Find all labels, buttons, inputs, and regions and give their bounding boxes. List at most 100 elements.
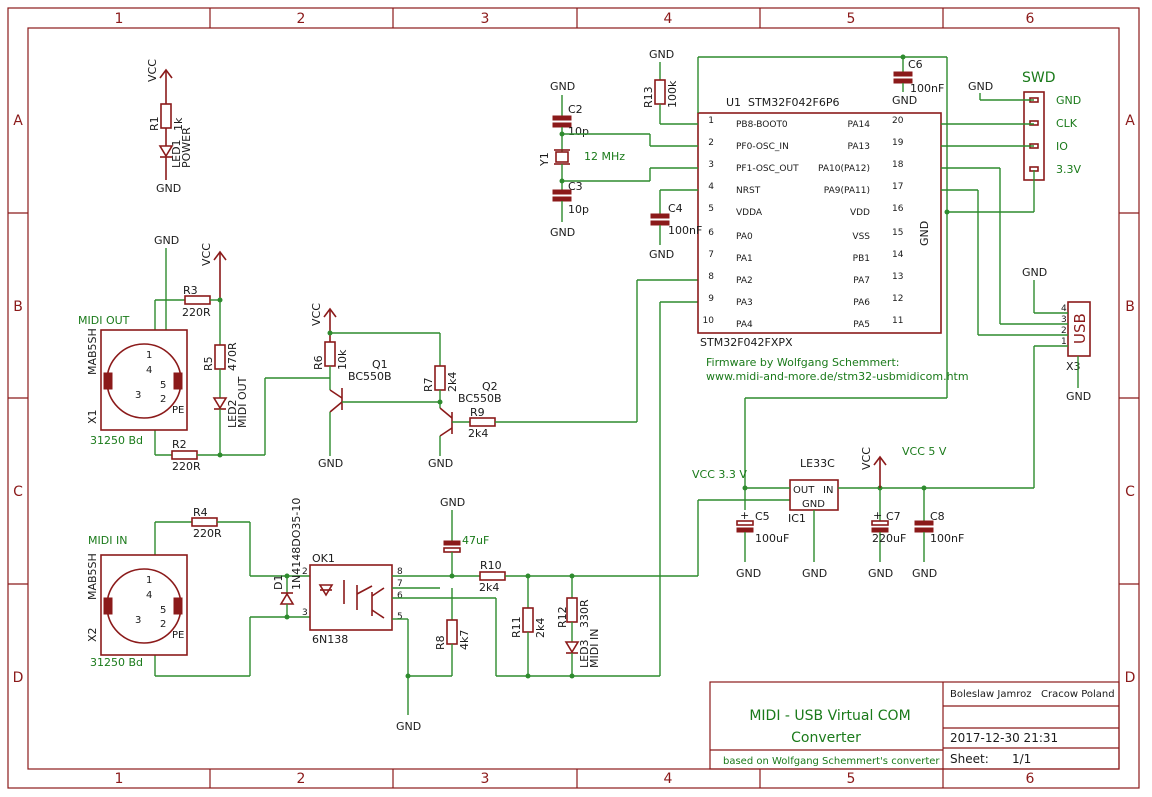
r3-value: 220R	[182, 306, 211, 319]
sheet-frame	[7, 7, 1140, 789]
swd-pin-clk: CLK	[1056, 117, 1078, 130]
c6-value: 100nF	[910, 82, 944, 95]
col-label: 1	[115, 771, 124, 787]
col-label: 6	[1026, 11, 1035, 27]
u1-pin-number: 11	[892, 316, 903, 326]
row-label: B	[1125, 299, 1135, 315]
u1-pin-name: PA14	[848, 120, 871, 130]
r12-value: 330R	[578, 599, 591, 628]
r3-name: R3	[183, 284, 198, 297]
gnd-label: GND	[154, 234, 179, 247]
usb-connector: USB 4 3 2 1 X3 GND GND	[941, 167, 1091, 488]
vcc-label: VCC	[200, 243, 213, 266]
row-label: C	[1125, 484, 1135, 500]
c3-name: C3	[568, 180, 583, 193]
midi-in-title: MIDI IN	[88, 534, 127, 547]
cap-47-value: 47uF	[462, 534, 489, 547]
r6-name: R6	[312, 355, 325, 370]
x1-baud: 31250 Bd	[90, 434, 143, 447]
gnd-label: GND	[968, 80, 993, 93]
col-label: 2	[297, 771, 306, 787]
r7-name: R7	[422, 377, 435, 392]
swd-title: SWD	[1022, 70, 1056, 86]
ic1-value: LE33C	[800, 457, 835, 470]
r9-value: 2k4	[468, 427, 488, 440]
led2-value: MIDI OUT	[236, 376, 249, 428]
gnd-label: GND	[802, 567, 827, 580]
col-label: 5	[847, 771, 856, 787]
u1-value: STM32F042F6P6	[748, 96, 839, 109]
transistor-stage: VCC R6 10k Q1 BC550B GND R7 2k4 Q2 BC550…	[310, 279, 698, 470]
col-label: 4	[664, 11, 673, 27]
c8-value: 100nF	[930, 532, 964, 545]
opto-pin: 3	[302, 608, 308, 618]
r4-name: R4	[193, 506, 208, 519]
r11-value: 2k4	[534, 618, 547, 638]
firmware-note-1: Firmware by Wolfgang Schemmert:	[706, 356, 899, 369]
u1-pin-name: PA0	[736, 232, 753, 242]
gnd-label: GND	[550, 226, 575, 239]
svg-text:1: 1	[146, 350, 152, 361]
u1-pin-number: 16	[892, 204, 904, 214]
r4-value: 220R	[193, 527, 222, 540]
u1-pin-number: 19	[892, 138, 904, 148]
col-label: 5	[847, 11, 856, 27]
swd-pin-io: IO	[1056, 140, 1068, 153]
x2-baud: 31250 Bd	[90, 656, 143, 669]
u1-pin-number: 20	[892, 116, 904, 126]
c7-value: 220uF	[872, 532, 906, 545]
gnd-label: GND	[912, 567, 937, 580]
vcc33-label: VCC 3.3 V	[692, 468, 747, 481]
ok1-value: 6N138	[312, 633, 348, 646]
u1-pin-name: VDDA	[736, 208, 763, 218]
u1-pin-name: VSS	[852, 232, 870, 242]
svg-text:+: +	[740, 509, 749, 522]
r2-value: 220R	[172, 460, 201, 473]
u1-pin-name: PA3	[736, 298, 753, 308]
row-label: C	[13, 484, 23, 500]
title-line-2: Converter	[791, 730, 861, 746]
title-block: Boleslaw Jamroz Cracow Poland MIDI - USB…	[709, 681, 1120, 770]
gnd-label: GND	[428, 457, 453, 470]
based-note: based on Wolfgang Schemmert's converter	[723, 756, 940, 767]
u1-pin-name: PF1-OSC_OUT	[736, 164, 799, 174]
col-label: 6	[1026, 771, 1035, 787]
u1-pin-name: PB1	[853, 254, 870, 264]
u1-pin-number: 2	[708, 138, 714, 148]
ic1-in: IN	[823, 485, 833, 496]
row-label: B	[13, 299, 23, 315]
opto-pin: 7	[397, 579, 403, 589]
c3-value: 10p	[568, 203, 589, 216]
led3-value: MIDI IN	[588, 629, 601, 668]
r5-name: R5	[202, 356, 215, 371]
svg-text:1: 1	[146, 575, 152, 586]
svg-text:4: 4	[146, 590, 152, 601]
c8-name: C8	[930, 510, 945, 523]
r1-name: R1	[148, 116, 161, 131]
date: 2017-12-30 21:31	[950, 731, 1058, 745]
location: Cracow Poland	[1041, 689, 1115, 700]
u1-package: STM32F042FXPX	[700, 336, 793, 349]
u1-pin-name: PA13	[848, 142, 870, 152]
d1-value: 1N4148DO35-10	[290, 498, 303, 590]
gnd-label: GND	[440, 496, 465, 509]
col-label: 3	[481, 771, 490, 787]
vcc-label: VCC	[310, 303, 323, 326]
q1-name: Q1	[372, 358, 388, 371]
u1-pin-name: PA6	[853, 298, 870, 308]
usb-pin: 4	[1061, 304, 1067, 314]
c5-value: 100uF	[755, 532, 789, 545]
midi-out-title: MIDI OUT	[78, 314, 130, 327]
c5-name: C5	[755, 510, 770, 523]
r9-name: R9	[470, 406, 485, 419]
svg-text:5: 5	[160, 605, 166, 616]
r8-name: R8	[434, 635, 447, 650]
gnd-label: GND	[736, 567, 761, 580]
svg-text:3: 3	[135, 390, 141, 401]
row-label: D	[13, 670, 24, 686]
r13-value: 100k	[666, 80, 679, 108]
gnd-label: GND	[868, 567, 893, 580]
u1-pin-number: 9	[708, 294, 714, 304]
r1-value: 1k	[172, 117, 185, 131]
